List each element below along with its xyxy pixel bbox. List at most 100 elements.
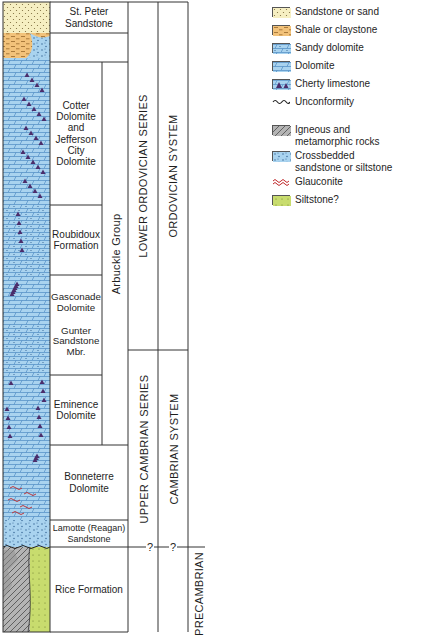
- chert-mark: [8, 434, 13, 439]
- text-holder: Cotter Dolomite and Jefferson City Dolom…: [50, 62, 102, 205]
- legend-swatch: [272, 79, 290, 89]
- swatch-pattern: [272, 177, 290, 187]
- unit-name: LOWER ORDOVICIAN SERIES: [137, 94, 149, 257]
- swatch-pattern: [273, 26, 291, 36]
- legend-swatch: [272, 177, 290, 187]
- chert-mark: [41, 170, 46, 175]
- legend-swatch: [272, 195, 290, 205]
- lithology-column: [3, 2, 50, 632]
- legend-row: Sandy dolomite: [272, 42, 435, 54]
- unit-name: ORDOVICIAN SYSTEM: [167, 114, 179, 237]
- chert-mark: [37, 415, 42, 420]
- unit-band: LOWER ORDOVICIAN SERIES: [128, 2, 158, 350]
- formation-box: Gasconade DolomiteGunter Sandstone Mbr.: [50, 275, 102, 375]
- chert-mark: [42, 117, 47, 122]
- chert-mark: [38, 424, 43, 429]
- text-holder: Bonneterre Dolomite: [50, 445, 128, 520]
- formation-box: Roubidoux Formation: [50, 205, 102, 275]
- formation-name: Cotter Dolomite and Jefferson City Dolom…: [52, 100, 100, 167]
- swatch-pattern: [273, 126, 291, 136]
- formation-name: Eminence Dolomite: [52, 399, 100, 421]
- chert-mark: [37, 112, 42, 117]
- chert-mark: [41, 389, 46, 394]
- text-holder: UPPER CAMBRIAN SERIES: [128, 350, 158, 547]
- text-holder: Lamotte (Reagan) Sandstone: [50, 520, 128, 547]
- legend-swatch: [272, 25, 290, 35]
- legend-row: Cherty limestone: [272, 78, 435, 90]
- chert-mark: [20, 248, 25, 253]
- chert-mark: [30, 78, 35, 83]
- chert-mark: [39, 141, 44, 146]
- chert-mark: [7, 425, 12, 430]
- legend-text: Unconformity: [295, 96, 435, 108]
- legend-text: Siltstone?: [295, 194, 435, 206]
- chert-mark: [40, 88, 45, 93]
- formation-name: Lamotte (Reagan) Sandstone: [52, 523, 126, 543]
- formation-box: Eminence Dolomite: [50, 375, 102, 445]
- query-mark: ?: [169, 541, 177, 553]
- legend-swatch: [272, 7, 290, 17]
- swatch-pattern: [272, 97, 290, 107]
- formation-name: Roubidoux Formation: [52, 229, 100, 251]
- legend-row: Siltstone?: [272, 194, 435, 206]
- legend-row: Sandstone or sand: [272, 6, 435, 18]
- chert-mark: [24, 126, 29, 131]
- chert-mark: [16, 212, 21, 217]
- legend-text: Crossbedded sandstone or siltstone: [295, 150, 395, 173]
- legend-swatch: [272, 97, 290, 107]
- text-holder: LOWER ORDOVICIAN SERIES: [128, 2, 158, 350]
- swatch-pattern: [273, 152, 291, 162]
- swatch-pattern: [273, 62, 291, 72]
- chert-mark: [21, 150, 26, 155]
- formation-name: Bonneterre Dolomite: [52, 471, 126, 493]
- chert-mark: [17, 221, 22, 226]
- text-holder: St. Peter Sandstone: [50, 2, 128, 33]
- swatch-pattern: [273, 44, 291, 54]
- unit-band: CAMBRIAN SYSTEM: [158, 350, 188, 547]
- chert-mark: [29, 131, 34, 136]
- legend-swatch: [272, 151, 290, 161]
- chert-mark: [32, 107, 37, 112]
- formation-name: Gunter Sandstone Mbr.: [52, 326, 100, 359]
- text-holder: Eminence Dolomite: [50, 375, 102, 445]
- text-holder: Arbuckle Group: [102, 62, 128, 445]
- text-holder: Gasconade DolomiteGunter Sandstone Mbr.: [50, 275, 102, 375]
- chert-mark: [31, 160, 36, 165]
- unit-name: CAMBRIAN SYSTEM: [167, 393, 179, 504]
- chert-mark: [22, 97, 27, 102]
- chert-mark: [42, 398, 47, 403]
- legend-swatch: [272, 125, 290, 135]
- legend-text: Shale or claystone: [295, 24, 435, 36]
- legend-text: Sandy dolomite: [295, 42, 435, 54]
- legend-text: Dolomite: [295, 60, 435, 72]
- chert-mark: [23, 179, 28, 184]
- legend-row: Glauconite: [272, 176, 435, 188]
- chert-mark: [36, 406, 41, 411]
- chert-mark: [33, 458, 38, 463]
- chert-mark: [6, 416, 11, 421]
- swatch-pattern: [273, 80, 291, 90]
- era-label: PRECAMBRIAN: [193, 552, 205, 636]
- unit-name: Arbuckle Group: [109, 213, 121, 294]
- legend-text: Cherty limestone: [295, 78, 435, 90]
- chert-mark: [39, 433, 44, 438]
- text-holder: ORDOVICIAN SYSTEM: [158, 2, 188, 350]
- swatch-pattern: [273, 8, 291, 18]
- chert-mark: [34, 136, 39, 141]
- legend-text: Sandstone or sand: [295, 6, 435, 18]
- legend-text: Glauconite: [295, 176, 435, 188]
- legend-row: Crossbedded sandstone or siltstone: [272, 150, 395, 173]
- chert-mark: [5, 407, 10, 412]
- formation-name: Rice Formation: [55, 584, 123, 595]
- table-grid: [50, 2, 205, 632]
- text-holder: Roubidoux Formation: [50, 205, 102, 275]
- chert-mark: [27, 102, 32, 107]
- legend-text: Igneous and metamorphic rocks: [295, 124, 395, 147]
- formation-box: Cotter Dolomite and Jefferson City Dolom…: [50, 62, 102, 205]
- formation-name: St. Peter Sandstone: [52, 6, 126, 28]
- unit-name: UPPER CAMBRIAN SERIES: [137, 374, 149, 523]
- text-holder: Rice Formation: [50, 547, 128, 632]
- query-mark: ?: [146, 541, 154, 553]
- chert-mark: [10, 292, 15, 297]
